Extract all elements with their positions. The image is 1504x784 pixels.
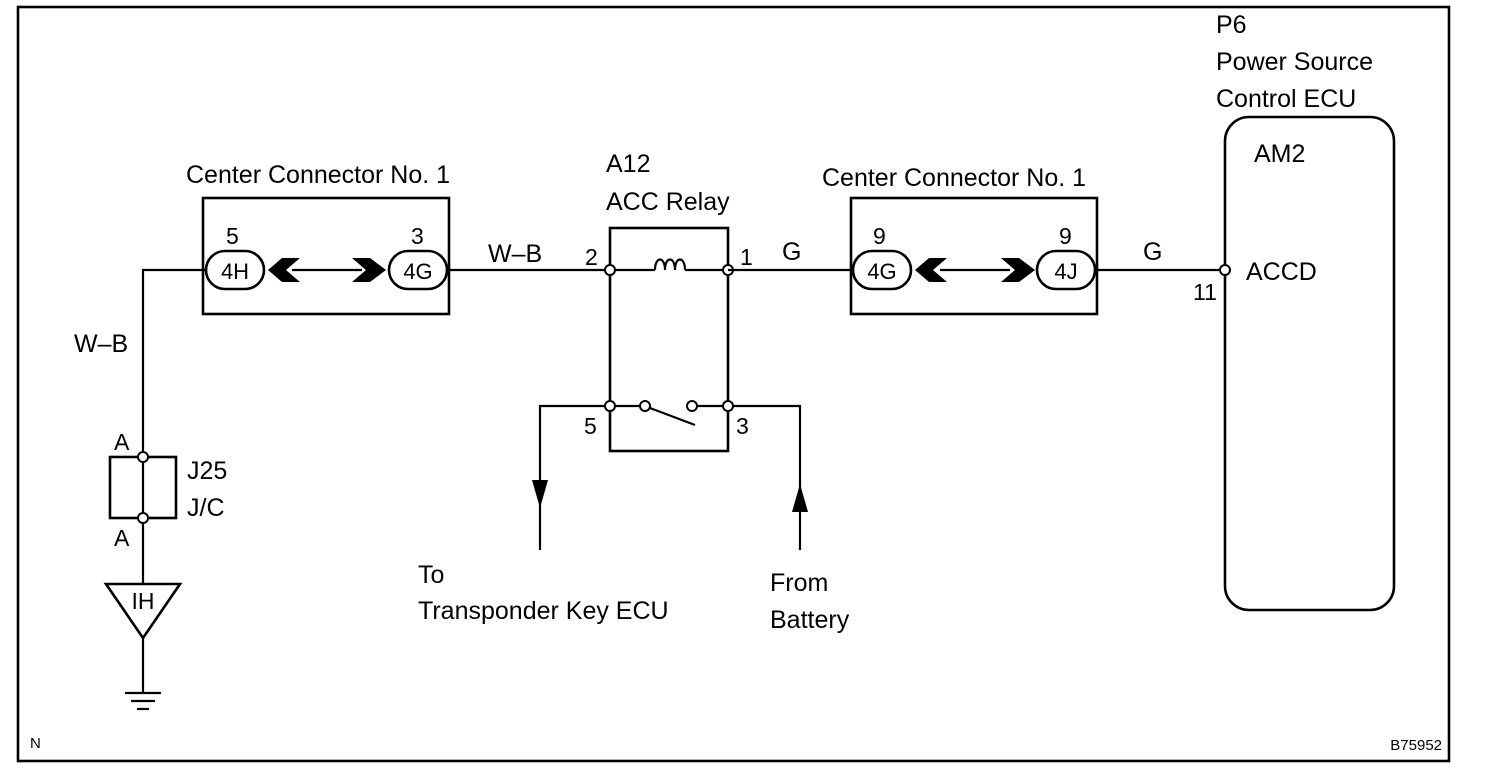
to-label-line1: To: [418, 561, 444, 589]
junction-type: J/C: [187, 494, 225, 522]
right-connector-pill-left: [851, 249, 913, 291]
left-connector-code-left: 4H: [221, 259, 249, 284]
junction-code: J25: [187, 457, 227, 485]
ecu-code: P6: [1216, 11, 1247, 39]
ecu-name-line1: Power Source: [1216, 48, 1373, 76]
wire-label-connector-to-ecu: G: [1143, 238, 1162, 266]
right-connector-code-left: 4G: [867, 259, 896, 284]
ecu-block-label: AM2: [1254, 140, 1305, 168]
left-connector-terminal-right: [352, 258, 386, 282]
left-connector-pin-right: 3: [411, 223, 424, 249]
relay-node-2: [604, 264, 616, 276]
relay-pin-coil-right: 1: [740, 244, 753, 270]
left-connector-box: [201, 196, 451, 316]
relay-switch-contact: [686, 400, 698, 412]
left-connector-title: Center Connector No. 1: [186, 161, 450, 189]
from-label-line2: Battery: [770, 606, 850, 634]
ecu-box: [1223, 115, 1396, 612]
wire-label-to-relay: W–B: [488, 240, 542, 268]
right-connector-box: [849, 196, 1099, 316]
relay-pin-switch-left: 5: [584, 413, 597, 439]
arrow-from-battery: [792, 484, 808, 512]
ecu-terminal-node: [1219, 264, 1231, 276]
relay-box: [608, 226, 730, 453]
footer-figure-id: B75952: [1390, 737, 1442, 754]
ecu-name-line2: Control ECU: [1216, 85, 1356, 113]
wire-label-left-vertical: W–B: [74, 330, 128, 358]
relay-name: ACC Relay: [606, 188, 730, 216]
wire-label-relay-to-connector: G: [782, 238, 801, 266]
relay-switch-blade: [649, 406, 696, 427]
ground-point-triangle: [103, 582, 183, 641]
ground-icon: [125, 691, 161, 711]
right-connector-code-right: 4J: [1054, 259, 1077, 284]
right-connector-pin-right: 9: [1059, 223, 1072, 249]
right-connector-pin-left: 9: [873, 223, 886, 249]
relay-node-3: [722, 400, 734, 412]
left-connector-pin-left: 5: [226, 223, 239, 249]
ecu-terminal-pin: 11: [1193, 279, 1217, 305]
relay-pin-coil-left: 2: [585, 244, 598, 270]
relay-coil-symbol: [653, 258, 687, 271]
relay-code: A12: [606, 150, 650, 178]
wire-left-vertical: [141, 268, 206, 457]
footer-left-mark: N: [30, 735, 41, 752]
junction-pin-top: A: [114, 429, 130, 455]
left-connector-terminal-left: [268, 258, 300, 282]
relay-node-5: [604, 400, 616, 412]
left-connector-pill-left: [204, 249, 266, 291]
from-label-line1: From: [770, 569, 828, 597]
relay-switch-pivot: [639, 400, 651, 412]
junction-node-bottom: [137, 512, 149, 524]
ground-point-label: IH: [132, 588, 155, 614]
right-connector-terminal-right: [1001, 258, 1035, 282]
arrow-to-transponder: [532, 480, 548, 508]
junction-pin-bottom: A: [114, 525, 130, 551]
relay-pin-switch-right: 3: [736, 413, 749, 439]
right-connector-terminal-left: [915, 258, 947, 282]
diagram-frame: [16, 5, 1451, 763]
left-connector-code-right: 4G: [403, 259, 432, 284]
right-connector-title: Center Connector No. 1: [822, 164, 1086, 192]
junction-node-top: [137, 451, 149, 463]
ecu-terminal-name: ACCD: [1246, 258, 1317, 286]
to-label-line2: Transponder Key ECU: [418, 597, 669, 625]
